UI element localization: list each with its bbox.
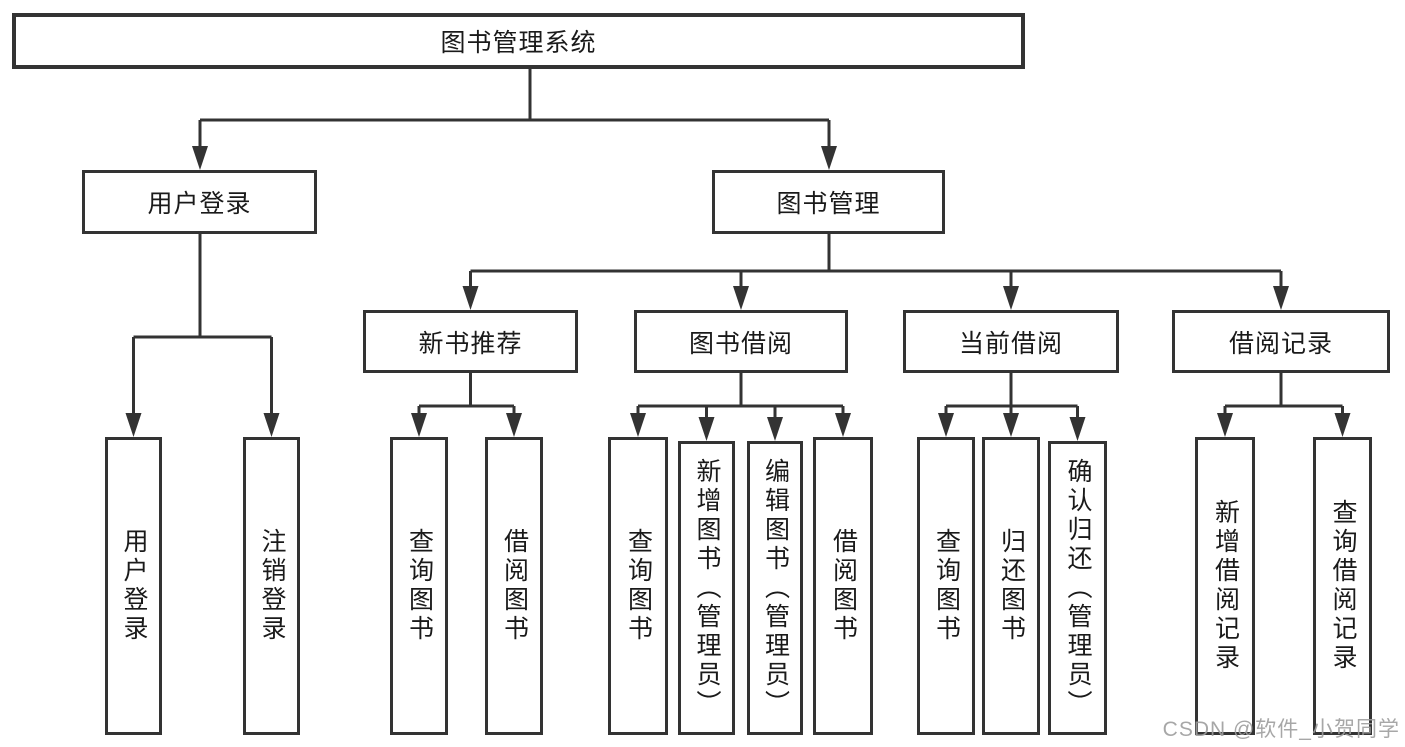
node-current-borrow: 当前借阅 xyxy=(903,310,1119,373)
leaf-add-borrow-record: 新增借阅记录 xyxy=(1195,437,1255,735)
leaf-borrow-books: 借阅图书 xyxy=(813,437,873,735)
node-user-login: 用户登录 xyxy=(82,170,317,234)
leaf-borrow-books-recommend: 借阅图书 xyxy=(485,437,543,735)
leaf-query-books-recommend: 查询图书 xyxy=(390,437,448,735)
csdn-watermark: CSDN @软件_小贺同学 xyxy=(1162,718,1400,741)
node-new-book-recommend: 新书推荐 xyxy=(363,310,578,373)
leaf-return-book: 归还图书 xyxy=(982,437,1040,735)
leaf-edit-book-admin: 编辑图书（管理员） xyxy=(747,441,803,735)
node-borrow-records: 借阅记录 xyxy=(1172,310,1390,373)
leaf-add-book-admin: 新增图书（管理员） xyxy=(678,441,735,735)
leaf-query-borrow-record: 查询借阅记录 xyxy=(1313,437,1372,735)
leaf-query-books-borrow: 查询图书 xyxy=(608,437,668,735)
leaf-query-books-current: 查询图书 xyxy=(917,437,975,735)
node-library-system: 图书管理系统 xyxy=(12,13,1025,69)
leaf-logout: 注销登录 xyxy=(243,437,300,735)
leaf-confirm-return-admin: 确认归还（管理员） xyxy=(1048,441,1107,735)
node-book-borrow: 图书借阅 xyxy=(634,310,848,373)
node-book-management: 图书管理 xyxy=(712,170,945,234)
leaf-user-login: 用户登录 xyxy=(105,437,162,735)
